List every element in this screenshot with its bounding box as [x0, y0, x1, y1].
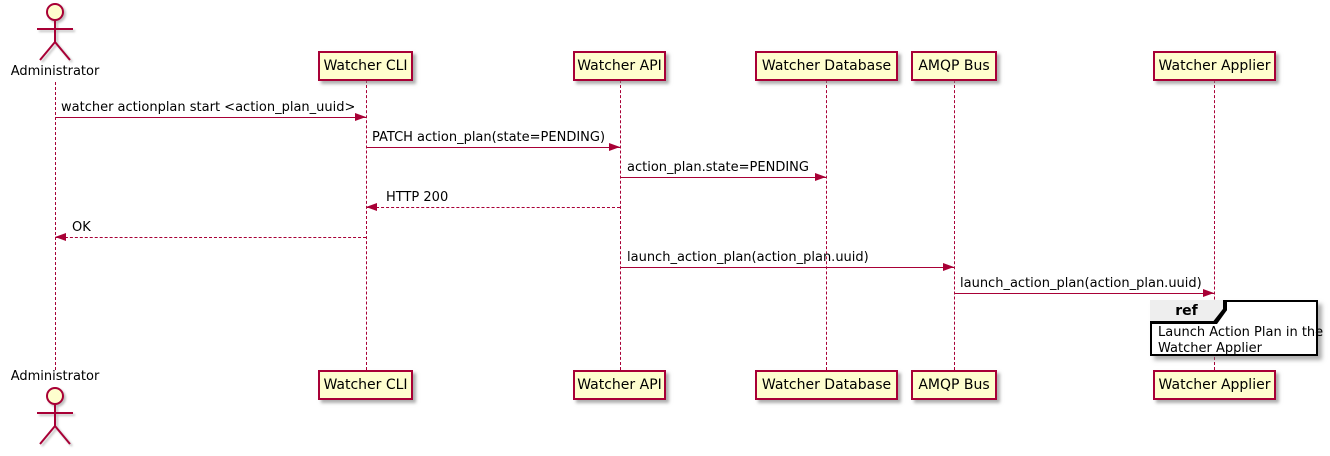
actor-label-bottom: Administrator — [10, 369, 100, 384]
message-3-arrowhead-icon — [815, 173, 826, 181]
message-1-line — [55, 117, 366, 118]
lifeline-watcher-database — [826, 80, 827, 370]
ref-text: Launch Action Plan in the Watcher Applie… — [1158, 325, 1323, 357]
participant-bottom-watcher-api: Watcher API — [573, 370, 666, 400]
ref-text-line2: Watcher Applier — [1158, 341, 1262, 356]
participant-bottom-watcher-cli: Watcher CLI — [318, 370, 413, 400]
message-4-arrowhead-icon — [366, 203, 377, 211]
message-4-label: HTTP 200 — [386, 190, 449, 205]
actor-icon — [37, 3, 73, 61]
ref-text-line1: Launch Action Plan in the — [1158, 325, 1324, 340]
actor-icon-bottom — [37, 387, 73, 445]
message-2-line — [366, 147, 620, 148]
participant-top-watcher-database: Watcher Database — [755, 51, 898, 81]
message-2-arrowhead-icon — [609, 143, 620, 151]
ref-fragment: ref Launch Action Plan in the Watcher Ap… — [1150, 300, 1323, 356]
lifeline-watcher-applier — [1214, 80, 1215, 370]
participant-top-amqp-bus: AMQP Bus — [911, 51, 997, 81]
participant-bottom-amqp-bus: AMQP Bus — [911, 370, 997, 400]
lifeline-administrator — [55, 82, 56, 370]
lifeline-watcher-api — [620, 80, 621, 370]
message-6-label: launch_action_plan(action_plan.uuid) — [627, 250, 869, 265]
message-5-arrowhead-icon — [55, 233, 66, 241]
message-2-label: PATCH action_plan(state=PENDING) — [372, 130, 606, 145]
message-6-line — [620, 267, 954, 268]
message-4-line — [366, 207, 620, 208]
message-7-line — [954, 293, 1214, 294]
participant-bottom-watcher-applier: Watcher Applier — [1153, 370, 1276, 400]
message-3-line — [620, 177, 826, 178]
lifeline-watcher-cli — [366, 80, 367, 370]
message-3-label: action_plan.state=PENDING — [627, 160, 809, 175]
participant-top-watcher-api: Watcher API — [573, 51, 666, 81]
message-1-label: watcher actionplan start <action_plan_uu… — [61, 100, 356, 115]
message-7-arrowhead-icon — [1203, 289, 1214, 297]
message-1-arrowhead-icon — [355, 113, 366, 121]
participant-top-watcher-cli: Watcher CLI — [318, 51, 413, 81]
message-7-label: launch_action_plan(action_plan.uuid) — [960, 276, 1202, 291]
message-5-label: OK — [72, 220, 91, 235]
message-5-line — [55, 237, 366, 238]
actor-label-top: Administrator — [10, 64, 100, 79]
message-6-arrowhead-icon — [943, 263, 954, 271]
participant-top-watcher-applier: Watcher Applier — [1153, 51, 1276, 81]
participant-bottom-watcher-database: Watcher Database — [755, 370, 898, 400]
ref-keyword: ref — [1150, 300, 1223, 321]
lifeline-amqp-bus — [954, 80, 955, 370]
